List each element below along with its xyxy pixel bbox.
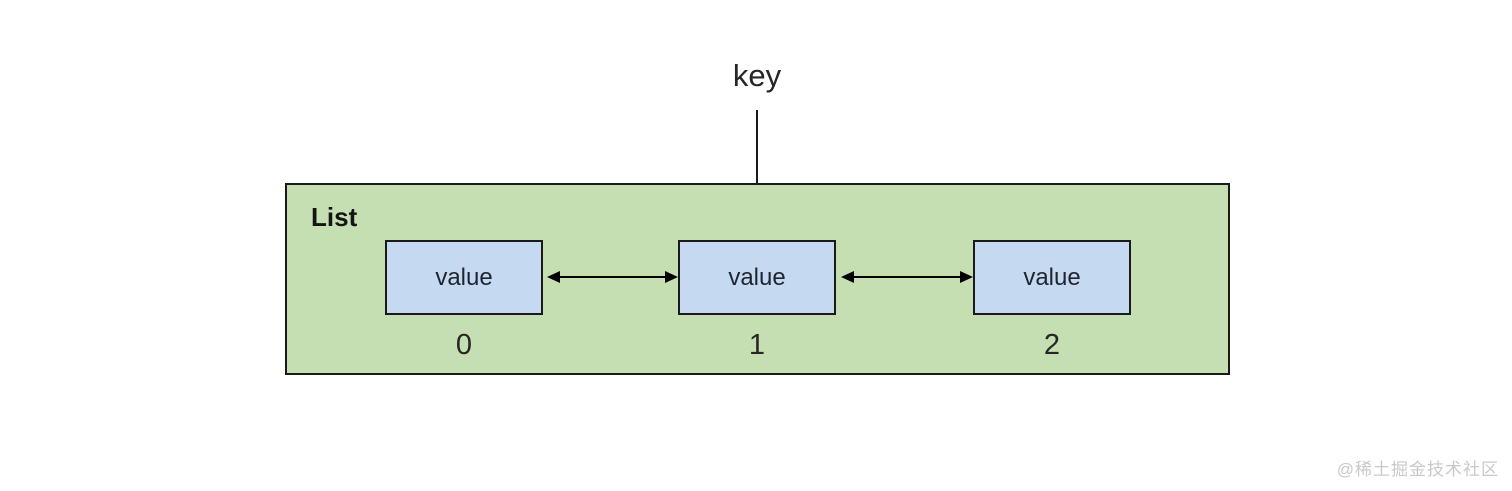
double-arrow-icon-1 [841,271,973,283]
node-index-1: 1 [748,329,766,361]
key-connector-line [756,110,758,183]
node-index-2: 2 [1043,329,1061,361]
node-value-0: value [435,263,493,291]
list-title: List [311,202,358,232]
list-container: List value value value 0 1 2 [285,183,1230,375]
node-index-0: 0 [455,329,473,361]
node-value-1: value [728,263,786,291]
list-node-2: value [973,240,1131,315]
node-value-2: value [1023,263,1081,291]
list-node-0: value [385,240,543,315]
key-label: key [732,58,782,93]
double-arrow-icon-0 [547,271,678,283]
watermark: @稀土掘金技术社区 [1336,460,1499,479]
list-node-1: value [678,240,836,315]
